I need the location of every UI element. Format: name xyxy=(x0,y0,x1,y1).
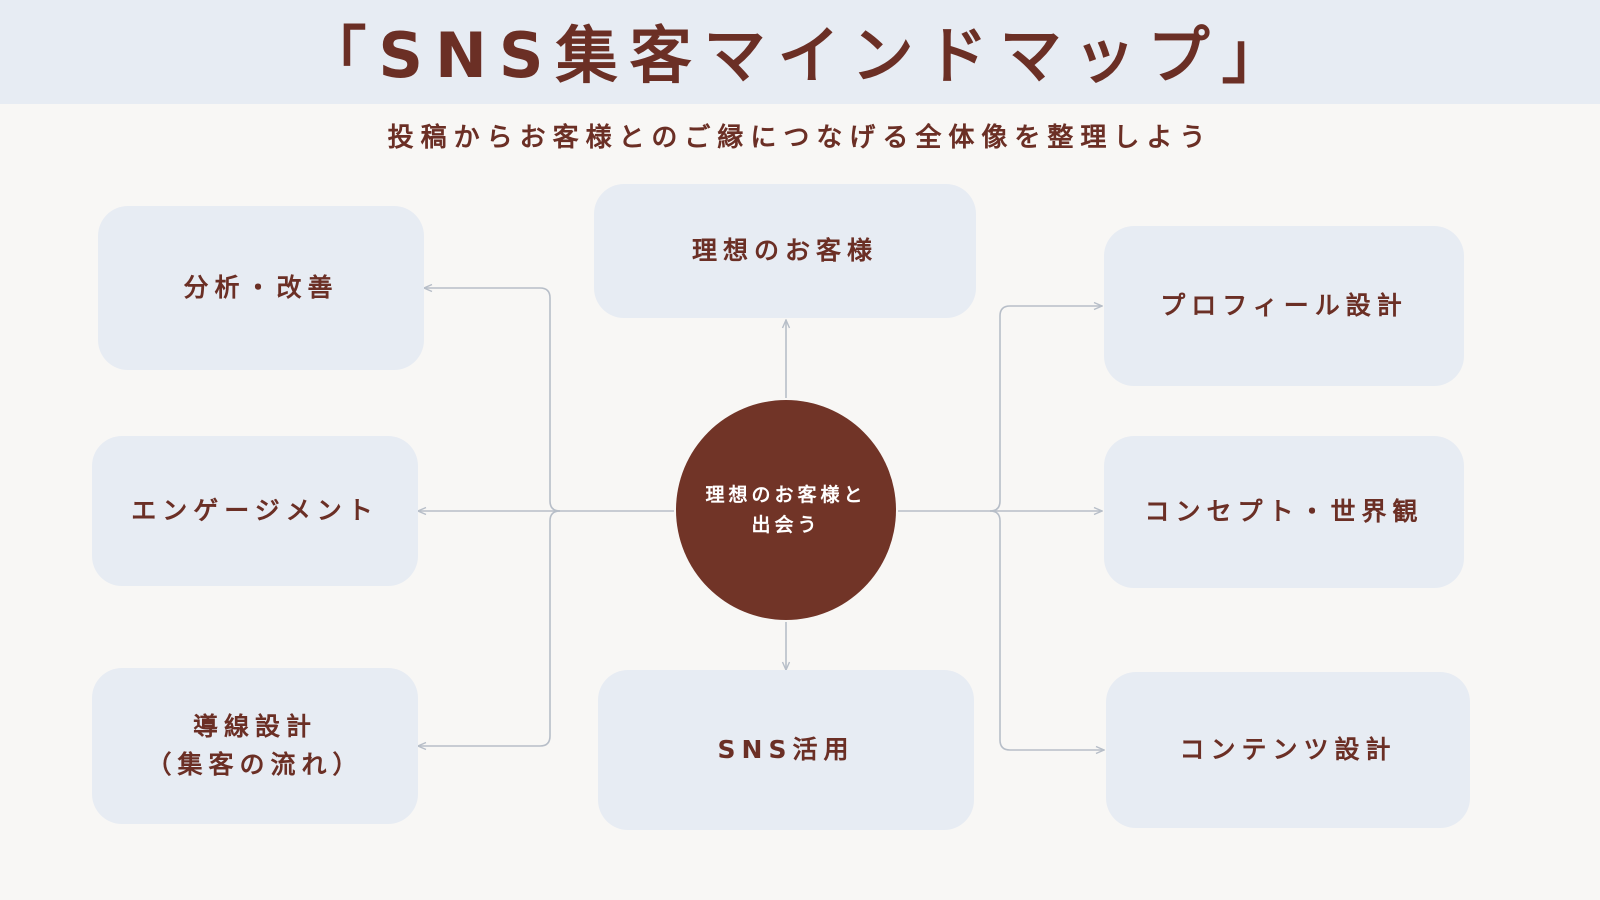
node-content-design: コンテンツ設計 xyxy=(1106,672,1470,828)
node-funnel-design-line2: （集客の流れ） xyxy=(146,750,364,779)
header-band xyxy=(0,0,1600,104)
page-title: 「SNS集客マインドマップ」 xyxy=(304,19,1296,92)
center-node-line2: 出会う xyxy=(751,514,821,536)
center-node: 理想のお客様と 出会う xyxy=(676,400,896,620)
node-analysis-improvement-label: 分析・改善 xyxy=(183,273,339,302)
node-content-design-label: コンテンツ設計 xyxy=(1179,735,1397,764)
node-funnel-design-line1: 導線設計 xyxy=(192,712,317,741)
connector-right-top xyxy=(989,306,1102,512)
center-node-line1: 理想のお客様と xyxy=(705,484,867,506)
connector-left-bottom xyxy=(418,510,561,746)
node-ideal-customer: 理想のお客様 xyxy=(594,184,976,318)
node-sns-usage-label: SNS活用 xyxy=(717,735,855,764)
node-funnel-design: 導線設計 （集客の流れ） xyxy=(92,668,418,824)
center-node-text: 理想のお客様と 出会う xyxy=(705,480,866,540)
node-ideal-customer-label: 理想のお客様 xyxy=(691,236,878,265)
node-engagement-label: エンゲージメント xyxy=(131,496,379,525)
node-concept-worldview-label: コンセプト・世界観 xyxy=(1144,497,1424,526)
node-sns-usage: SNS活用 xyxy=(598,670,974,830)
node-profile-design: プロフィール設計 xyxy=(1104,226,1464,386)
connector-right-bottom xyxy=(989,510,1104,750)
node-funnel-design-text: 導線設計 （集客の流れ） xyxy=(146,708,363,784)
node-engagement: エンゲージメント xyxy=(92,436,418,586)
page-subtitle: 投稿からお客様とのご縁につなげる全体像を整理しよう xyxy=(387,123,1213,153)
node-analysis-improvement: 分析・改善 xyxy=(98,206,424,370)
node-profile-design-label: プロフィール設計 xyxy=(1160,291,1408,320)
connector-left-top xyxy=(424,288,561,512)
node-concept-worldview: コンセプト・世界観 xyxy=(1104,436,1464,588)
